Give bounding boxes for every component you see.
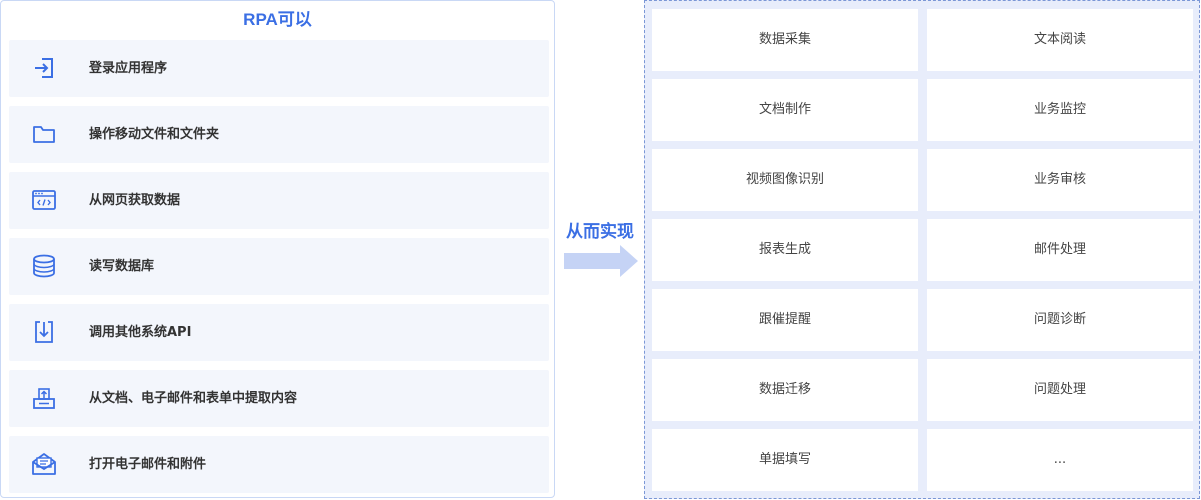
capability-label: 从网页获取数据 bbox=[89, 193, 181, 208]
capability-label: 读写数据库 bbox=[89, 259, 155, 274]
capability-label: 登录应用程序 bbox=[89, 61, 168, 76]
result-cell: 邮件处理 bbox=[927, 219, 1193, 281]
result-cell: 数据采集 bbox=[652, 9, 918, 71]
capabilities-title: RPA可以 bbox=[243, 10, 312, 29]
results-grid: 数据采集 文本阅读 文档制作 业务监控 视频图像识别 业务审核 报表生成 邮件处… bbox=[644, 0, 1200, 499]
capability-label: 从文档、电子邮件和表单中提取内容 bbox=[89, 391, 298, 406]
capability-item-files: 操作移动文件和文件夹 bbox=[9, 106, 549, 163]
result-cell: 文本阅读 bbox=[927, 9, 1193, 71]
capabilities-panel: RPA可以 登录应用程序 操作移动文件和文件夹 从网页获取数据 读写数据库 bbox=[0, 0, 555, 498]
result-cell: 问题诊断 bbox=[927, 289, 1193, 351]
result-cell: 文档制作 bbox=[652, 79, 918, 141]
result-cell: ... bbox=[927, 429, 1193, 491]
extract-upload-icon bbox=[33, 388, 55, 409]
result-cell: 报表生成 bbox=[652, 219, 918, 281]
capability-label: 打开电子邮件和附件 bbox=[89, 457, 207, 472]
capability-item-open-mail: 打开电子邮件和附件 bbox=[9, 436, 549, 493]
result-cell: 视频图像识别 bbox=[652, 149, 918, 211]
api-download-icon bbox=[35, 321, 53, 343]
capability-item-web-data: 从网页获取数据 bbox=[9, 172, 549, 229]
result-cell: 单据填写 bbox=[652, 429, 918, 491]
result-cell: 业务监控 bbox=[927, 79, 1193, 141]
result-cell: 跟催提醒 bbox=[652, 289, 918, 351]
webpage-code-icon bbox=[32, 190, 56, 210]
open-mail-icon bbox=[32, 453, 56, 475]
result-cell: 数据迁移 bbox=[652, 359, 918, 421]
capability-item-database: 读写数据库 bbox=[9, 238, 549, 295]
folder-icon bbox=[33, 126, 55, 143]
result-cell: 问题处理 bbox=[927, 359, 1193, 421]
login-icon bbox=[35, 58, 53, 78]
capability-label: 调用其他系统API bbox=[89, 325, 192, 340]
capability-item-api: 调用其他系统API bbox=[9, 304, 549, 361]
database-icon bbox=[33, 254, 55, 278]
capability-label: 操作移动文件和文件夹 bbox=[89, 127, 220, 142]
result-cell: 业务审核 bbox=[927, 149, 1193, 211]
capability-item-login: 登录应用程序 bbox=[9, 40, 549, 97]
capability-item-extract: 从文档、电子邮件和表单中提取内容 bbox=[9, 370, 549, 427]
arrow-label: 从而实现 bbox=[566, 222, 634, 242]
right-arrow-icon bbox=[564, 245, 638, 277]
